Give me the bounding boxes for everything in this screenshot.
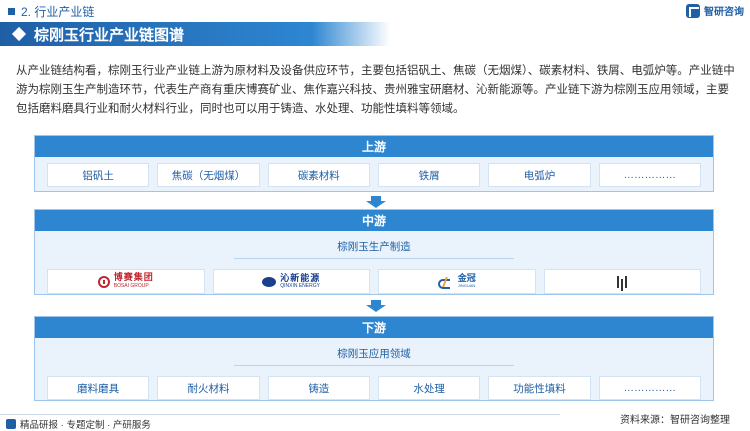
company-sub: JINGUAN [457,282,476,288]
upstream-item: 碳素材料 [267,163,370,187]
yabao-logo-icon [615,275,629,288]
downstream-item: 功能性填料 [488,376,591,400]
divider [0,414,560,415]
company-logo-qinxin: 沁新能源 QINXIN ENERGY [212,269,370,294]
upstream-header: 上游 [35,136,713,157]
brand-name: 智研咨询 [704,7,744,18]
company-name: 博赛集团 [113,271,154,282]
section-marker-icon [8,7,15,15]
downstream-item: 磨料磨具 [47,376,150,400]
footer: 资料来源：智研咨询整理 精品研报 · 专题定制 · 产研服务 [0,409,750,431]
top-bar: 2. 行业产业链 智研咨询 [0,0,750,22]
midstream-header: 中游 [35,210,713,231]
section-title: 2. 行业产业链 [21,4,95,19]
upstream-item: 铁屑 [377,163,481,187]
downstream-item: …………… [598,376,701,400]
company-name: 沁新能源 [280,272,321,283]
downstream-panel: 下游 棕刚玉应用领域 磨料磨具 耐火材料 铸造 水处理 功能性填料 …………… [34,316,714,401]
down-arrow-icon [366,196,386,208]
qinxin-logo-icon [262,276,277,287]
midstream-sublabel: 棕刚玉生产制造 [337,241,411,253]
down-arrow-icon [366,300,386,312]
brand-logo: 智研咨询 [686,3,744,18]
downstream-item: 水处理 [377,376,481,400]
downstream-item: 铸造 [267,376,370,400]
company-logos: 博赛集团 BOSAI GROUP 沁新能源 QINXIN ENERGY 金冠 J… [35,269,713,294]
title-banner: 棕刚玉行业产业链图谱 [0,22,390,46]
brand-logo-icon [6,419,16,429]
upstream-item: 电弧炉 [488,163,591,187]
upstream-item: 焦碳（无烟煤） [157,163,260,187]
bosai-logo-icon [97,275,110,288]
downstream-sublabel: 棕刚玉应用领域 [337,348,411,360]
downstream-header: 下游 [35,317,713,338]
jinguan-logo-icon [437,277,454,289]
midstream-panel: 中游 棕刚玉生产制造 博赛集团 BOSAI GROUP 沁新能源 QINXIN … [34,209,714,295]
page-title: 棕刚玉行业产业链图谱 [34,26,185,44]
company-logo-jinguan: 金冠 JINGUAN [378,269,536,294]
company-sub: QINXIN ENERGY [280,282,320,289]
upstream-item: 铝矾土 [47,163,150,187]
company-logo-yabao [543,269,701,294]
source-note: 资料来源：智研咨询整理 [620,415,730,426]
company-name: 金冠 [457,272,476,283]
divider [234,258,514,259]
footer-tagline: 精品研报 · 专题定制 · 产研服务 [20,420,151,431]
company-sub: BOSAI GROUP [113,282,149,289]
upstream-panel: 上游 铝矾土 焦碳（无烟煤） 碳素材料 铁屑 电弧炉 …………… [34,135,714,192]
upstream-items: 铝矾土 焦碳（无烟煤） 碳素材料 铁屑 电弧炉 …………… [35,163,713,187]
company-logo-bosai: 博赛集团 BOSAI GROUP [47,269,205,294]
footer-brand: 精品研报 · 专题定制 · 产研服务 [6,417,151,431]
intro-paragraph: 从产业链结构看，棕刚玉行业产业链上游为原材料及设备供应环节，主要包括铝矾土、焦碳… [16,65,735,115]
brand-logo-icon [686,3,700,18]
diamond-icon [11,26,27,42]
downstream-items: 磨料磨具 耐火材料 铸造 水处理 功能性填料 …………… [35,376,713,400]
upstream-item: …………… [598,163,701,187]
downstream-item: 耐火材料 [157,376,260,400]
divider [234,365,514,366]
